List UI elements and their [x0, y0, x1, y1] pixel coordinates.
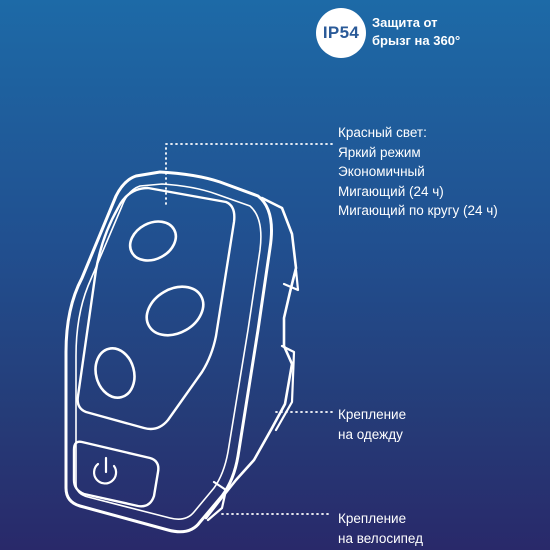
light-modes-callout: Красный свет: Яркий режим Экономичный Ми…	[338, 123, 543, 221]
device-bike-clip	[206, 480, 228, 522]
clothing-mount-line: на одежду	[338, 427, 403, 442]
device-clip-lower	[274, 344, 296, 432]
light-mode-item: Мигающий по кругу (24 ч)	[338, 203, 498, 218]
light-modes-title: Красный свет:	[338, 125, 427, 140]
light-mode-item: Экономичный	[338, 164, 425, 179]
device-body-outline	[64, 170, 273, 534]
ip54-description-line: Защита от	[372, 15, 438, 30]
clothing-mount-callout: Крепление на одежду	[338, 405, 458, 445]
led-bottom	[94, 347, 136, 399]
device-body-bezel	[75, 183, 262, 520]
bike-mount-line: Крепление	[338, 511, 407, 526]
ip54-badge: IP54	[316, 8, 366, 58]
lens-panel	[76, 186, 236, 431]
light-mode-item: Яркий режим	[338, 144, 421, 160]
power-button-housing	[72, 440, 160, 508]
ip54-description-line: брызг на 360°	[372, 33, 461, 48]
power-icon	[93, 456, 118, 485]
ip54-label: IP54	[322, 23, 360, 42]
clothing-mount-line: Крепление	[338, 407, 407, 422]
modes-leader-line	[165, 143, 333, 205]
bike-mount-callout: Крепление на велосипед	[338, 509, 458, 549]
device-clip-tab	[282, 268, 300, 292]
led-middle	[145, 285, 205, 337]
bike-mount-line: на велосипед	[338, 531, 424, 546]
led-top	[128, 220, 178, 262]
ip54-description: Защита от брызг на 360°	[372, 14, 522, 50]
device-clip-body	[204, 196, 298, 520]
light-mode-item: Мигающий (24 ч)	[338, 183, 444, 199]
